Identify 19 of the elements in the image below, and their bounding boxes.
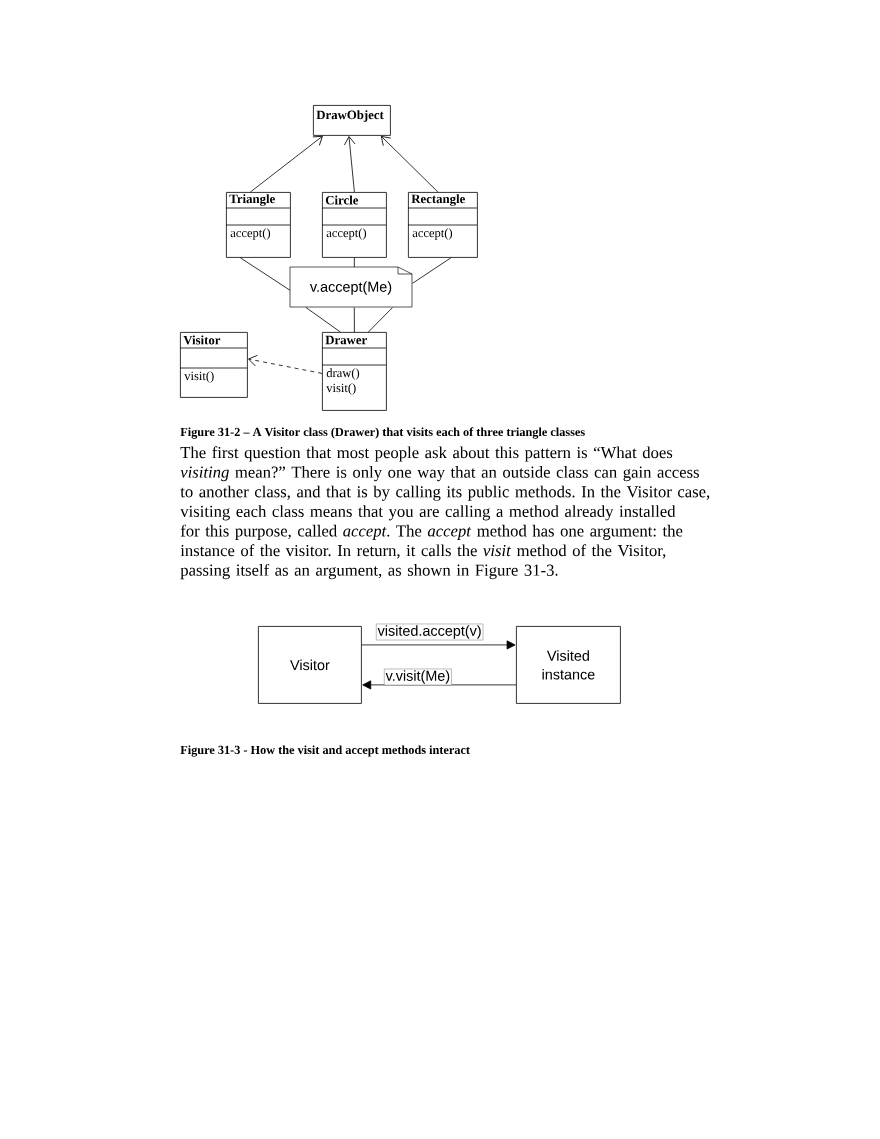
note-box: v.accept(Me) [289, 266, 413, 308]
arrow [344, 136, 356, 193]
arrow [361, 640, 516, 650]
figure-caption: Figure 31-2 – A Visitor class (Drawer) that visits each of three triangle classes [180, 427, 585, 439]
class-box: Circle accept() [321, 192, 387, 258]
figure-caption: Figure 31-3 - How the visit and accept methods interact [180, 745, 470, 757]
class-box: Triangle accept() [225, 192, 291, 258]
arrow [248, 354, 323, 374]
object-box: Visited instance [516, 626, 621, 704]
arrow [250, 135, 323, 193]
class-box: DrawObject [313, 105, 391, 136]
class-box: Drawer draw() visit() [321, 332, 387, 411]
class-box: Rectangle accept() [407, 192, 478, 258]
arrow [380, 135, 439, 193]
edge-label: visited.accept(v) [376, 623, 484, 641]
edge-label: v.visit(Me) [384, 668, 452, 686]
object-box: Visitor [258, 626, 362, 704]
paragraph: The first question that most people ask about this pattern is “What does visiting mean?” There is only one way that an outside class can gain access to another class, and that is by calling its public methods. In the Visitor case, visiting each class means that you are calling a method already installed for this purpose, called accept. The accept method has one argument: the instance of the visitor. In return, it calls the visit method of the Visitor, passing itself as an argument, as shown in Figure 31-3. [180, 446, 710, 580]
class-box: Visitor visit() [179, 332, 248, 398]
